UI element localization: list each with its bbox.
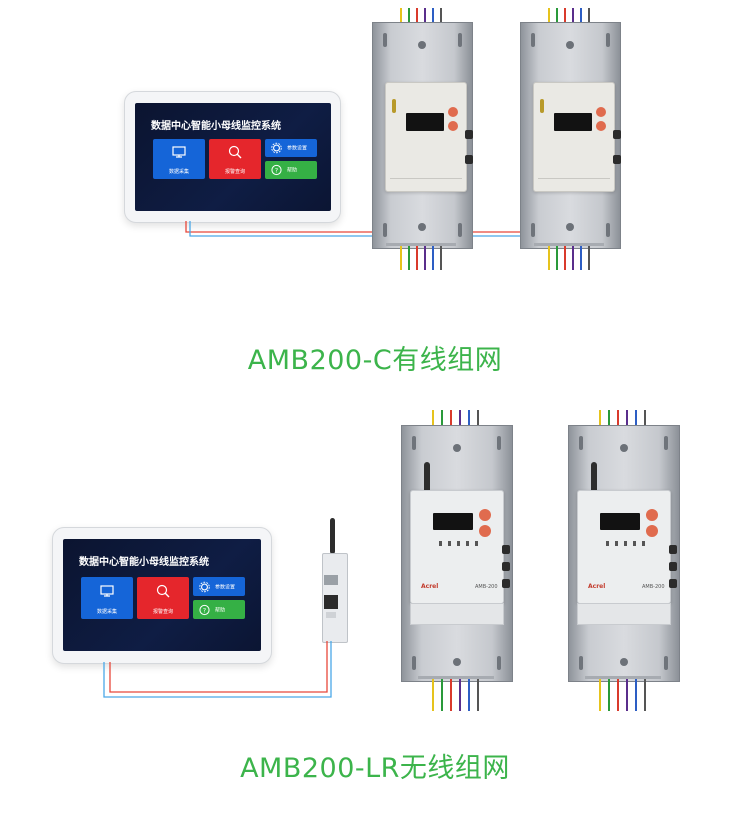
amb200-c-meter-1 — [385, 82, 467, 192]
alarm-query-tile[interactable]: 报警查询 — [137, 577, 189, 619]
monitor-icon — [172, 146, 186, 158]
gear-icon — [271, 142, 282, 154]
help-tile[interactable]: ? 帮助 — [265, 161, 317, 179]
system-title: 数据中心智能小母线监控系统 — [151, 121, 281, 132]
svg-text:?: ? — [275, 166, 278, 174]
status-led — [479, 509, 491, 521]
monitor-icon — [100, 585, 114, 597]
tablet-screen-2: 数据中心智能小母线监控系统 数据采集 报警查询 参数设置 ? 帮助 — [63, 539, 261, 651]
status-led — [646, 509, 658, 521]
tile-label: 数据采集 — [168, 169, 189, 175]
amb200-lr-meter-1: Acrel AMB-200 — [410, 490, 504, 604]
tile-label: 报警查询 — [152, 609, 173, 615]
help-icon: ? — [271, 164, 282, 176]
search-icon — [156, 584, 170, 598]
data-collection-tile[interactable]: 数据采集 — [81, 577, 133, 619]
gateway-antenna — [330, 518, 335, 554]
tile-label: 帮助 — [215, 607, 226, 613]
meter-lcd — [433, 513, 473, 530]
model-label: AMB-200 — [642, 584, 665, 590]
tablet-display-1: 数据中心智能小母线监控系统 数据采集 报警查询 参数设置 ? 帮助 — [124, 91, 341, 223]
gear-icon — [199, 581, 210, 592]
tile-label: 参数设置 — [215, 584, 236, 590]
status-led — [596, 107, 606, 117]
help-tile[interactable]: ? 帮助 — [193, 600, 245, 619]
help-icon: ? — [199, 604, 210, 615]
tile-label: 参数设置 — [287, 145, 308, 152]
meter-lcd — [406, 113, 444, 131]
tile-label: 帮助 — [287, 167, 298, 174]
wired-network-caption: AMB200-C有线组网 — [247, 345, 503, 376]
meter-antenna — [591, 462, 597, 512]
settings-tile[interactable]: 参数设置 — [193, 577, 245, 596]
settings-tile[interactable]: 参数设置 — [265, 139, 317, 157]
brand-label: Acrel — [421, 583, 439, 590]
search-icon — [228, 145, 242, 159]
brand-label: Acrel — [588, 583, 606, 590]
wireless-network-caption: AMB200-LR无线组网 — [240, 753, 510, 784]
meter-lcd — [554, 113, 592, 131]
meter-lcd — [600, 513, 640, 530]
tablet-display-2: 数据中心智能小母线监控系统 数据采集 报警查询 参数设置 ? 帮助 — [52, 527, 272, 664]
alarm-query-tile[interactable]: 报警查询 — [209, 139, 261, 179]
data-collection-tile[interactable]: 数据采集 — [153, 139, 205, 179]
meter-antenna — [424, 462, 430, 512]
amb200-lr-meter-2: Acrel AMB-200 — [577, 490, 671, 604]
tablet-screen-1: 数据中心智能小母线监控系统 数据采集 报警查询 参数设置 ? 帮助 — [135, 103, 331, 211]
model-label: AMB-200 — [475, 584, 498, 590]
svg-text:?: ? — [203, 606, 206, 614]
tile-label: 报警查询 — [224, 169, 245, 175]
system-title: 数据中心智能小母线监控系统 — [79, 557, 209, 568]
status-led — [448, 107, 458, 117]
tile-label: 数据采集 — [96, 609, 117, 615]
